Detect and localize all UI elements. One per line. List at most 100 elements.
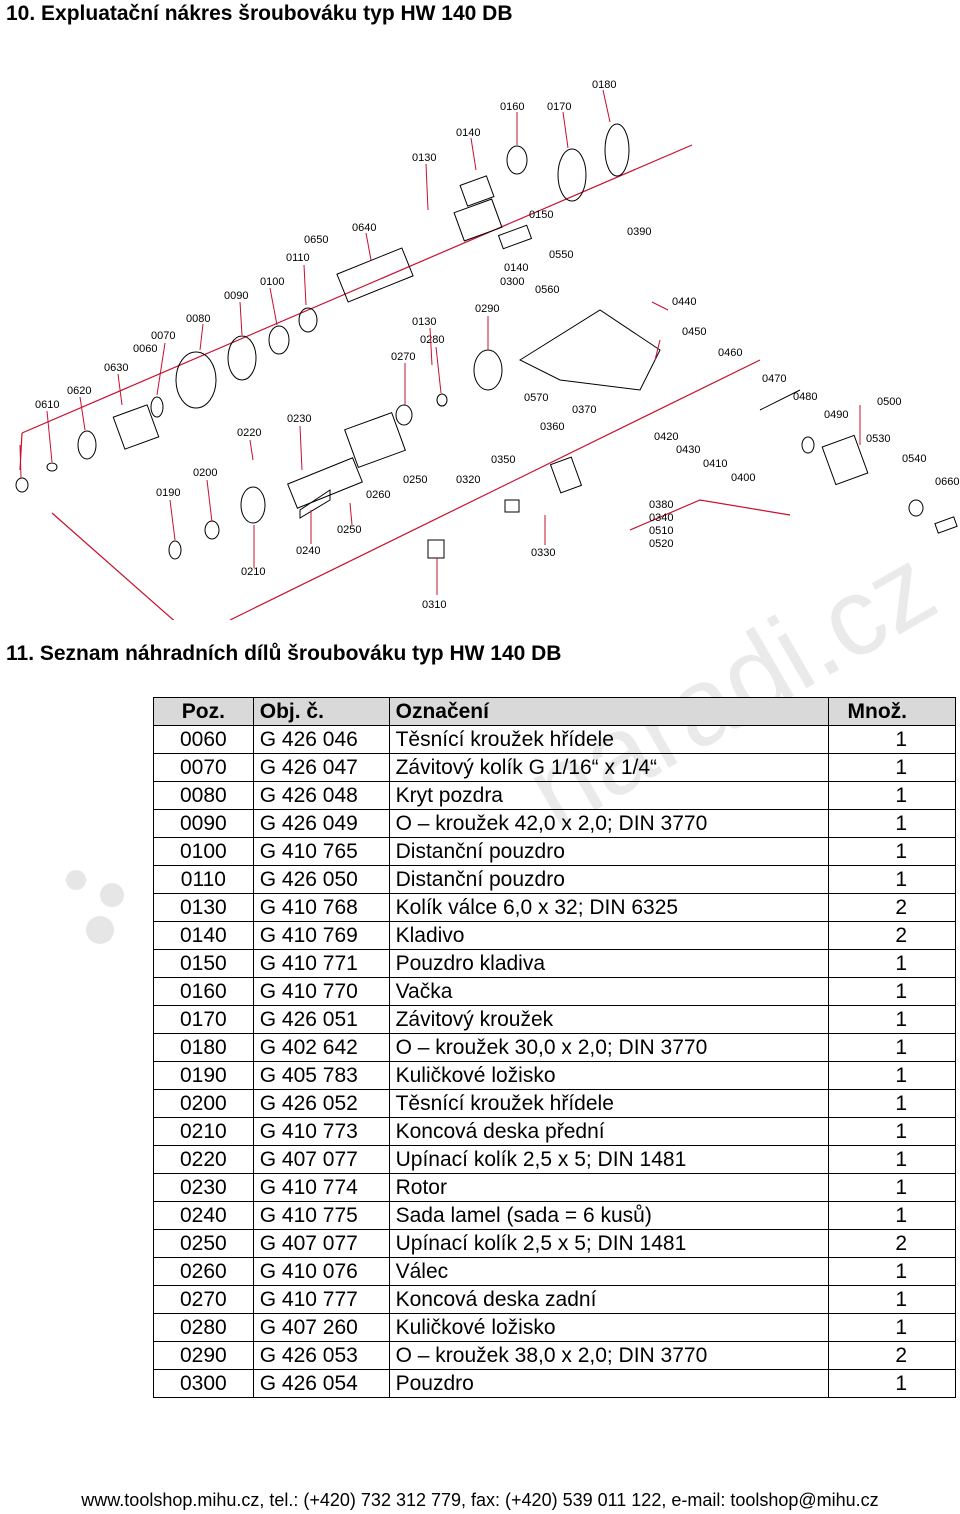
contact-footer: www.toolshop.mihu.cz, tel.: (+420) 732 3… (81, 1490, 879, 1510)
cell-quantity: 1 (828, 809, 956, 838)
cell-order-number: G 426 053 (252, 1341, 390, 1370)
callout-label: 0660 (935, 476, 959, 488)
table-header-row: Poz. Obj. č. Označení Množ. (153, 697, 956, 726)
callout-label: 0210 (241, 566, 265, 578)
cell-quantity: 1 (828, 1089, 956, 1118)
cell-order-number: G 410 765 (252, 837, 390, 866)
cell-quantity: 2 (828, 1229, 956, 1258)
cell-description: Upínací kolík 2,5 x 5; DIN 1481 (388, 1145, 830, 1174)
cell-position: 0210 (153, 1117, 254, 1146)
callout-label: 0180 (592, 79, 616, 91)
cell-order-number: G 410 771 (252, 949, 390, 978)
cell-quantity: 1 (828, 1061, 956, 1090)
callout-label: 0270 (391, 351, 415, 363)
callout-label: 0130 (412, 152, 436, 164)
callout-labels: 0180 0160 0170 0140 0130 0150 0390 0640 … (35, 79, 959, 611)
callout-label: 0070 (151, 330, 175, 342)
cell-description: Sada lamel (sada = 6 kusů) (388, 1201, 830, 1230)
cell-position: 0090 (153, 809, 254, 838)
cell-description: Kuličkové ložisko (388, 1313, 830, 1342)
callout-label: 0540 (902, 453, 926, 465)
cell-position: 0170 (153, 1005, 254, 1034)
cell-position: 0130 (153, 893, 254, 922)
cell-position: 0160 (153, 977, 254, 1006)
cell-order-number: G 410 777 (252, 1285, 390, 1314)
cell-quantity: 2 (828, 1341, 956, 1370)
cell-description: Závitový kolík G 1/16“ x 1/4“ (388, 753, 830, 782)
cell-order-number: G 410 768 (252, 893, 390, 922)
cell-description: Válec (388, 1257, 830, 1286)
callout-label: 0620 (67, 385, 91, 397)
part-sketches (15, 123, 958, 560)
cell-position: 0300 (153, 1369, 254, 1398)
cell-quantity: 1 (828, 865, 956, 894)
cell-description: Kolík válce 6,0 x 32; DIN 6325 (388, 893, 830, 922)
cell-position: 0220 (153, 1145, 254, 1174)
callout-label: 0430 (676, 444, 700, 456)
cell-position: 0110 (153, 865, 254, 894)
callout-label: 0400 (731, 472, 755, 484)
callout-label: 0060 (133, 343, 157, 355)
callout-label: 0480 (793, 391, 817, 403)
column-header-quantity: Množ. (828, 697, 956, 726)
cell-position: 0270 (153, 1285, 254, 1314)
cell-quantity: 1 (828, 837, 956, 866)
cell-quantity: 2 (828, 921, 956, 950)
callout-label: 0650 (304, 234, 328, 246)
cell-position: 0060 (153, 725, 254, 754)
cell-order-number: G 407 260 (252, 1313, 390, 1342)
callout-label: 0570 (524, 392, 548, 404)
cell-quantity: 1 (828, 949, 956, 978)
callout-label: 0550 (549, 249, 573, 261)
cell-position: 0100 (153, 837, 254, 866)
cell-quantity: 2 (828, 893, 956, 922)
column-header-position: Poz. (153, 697, 254, 726)
cell-description: Pouzdro kladiva (388, 949, 830, 978)
callout-label: 0220 (237, 427, 261, 439)
callout-label: 0500 (877, 396, 901, 408)
cell-description: Kryt pozdra (388, 781, 830, 810)
callout-label: 0250 (403, 474, 427, 486)
cell-order-number: G 410 774 (252, 1173, 390, 1202)
callout-label: 0610 (35, 399, 59, 411)
callout-label: 0350 (491, 454, 515, 466)
cell-description: O – kroužek 38,0 x 2,0; DIN 3770 (388, 1341, 830, 1370)
callout-label: 0470 (762, 373, 786, 385)
cell-description: Rotor (388, 1173, 830, 1202)
callout-label: 0300 (500, 276, 524, 288)
callout-label: 0230 (287, 413, 311, 425)
cell-description: Těsnící kroužek hřídele (388, 1089, 830, 1118)
cell-position: 0250 (153, 1229, 254, 1258)
cell-order-number: G 426 046 (252, 725, 390, 754)
cell-quantity: 1 (828, 1369, 956, 1398)
callout-label: 0280 (420, 334, 444, 346)
cell-quantity: 1 (828, 781, 956, 810)
cell-order-number: G 426 054 (252, 1369, 390, 1398)
cell-position: 0280 (153, 1313, 254, 1342)
cell-quantity: 1 (828, 1313, 956, 1342)
cell-position: 0180 (153, 1033, 254, 1062)
cell-quantity: 1 (828, 1005, 956, 1034)
callout-label: 0520 (649, 538, 673, 550)
cell-quantity: 1 (828, 1285, 956, 1314)
callout-label: 0410 (703, 458, 727, 470)
callout-label: 0490 (824, 409, 848, 421)
callout-label: 0450 (682, 326, 706, 338)
cell-quantity: 1 (828, 753, 956, 782)
cell-description: Upínací kolík 2,5 x 5; DIN 1481 (388, 1229, 830, 1258)
